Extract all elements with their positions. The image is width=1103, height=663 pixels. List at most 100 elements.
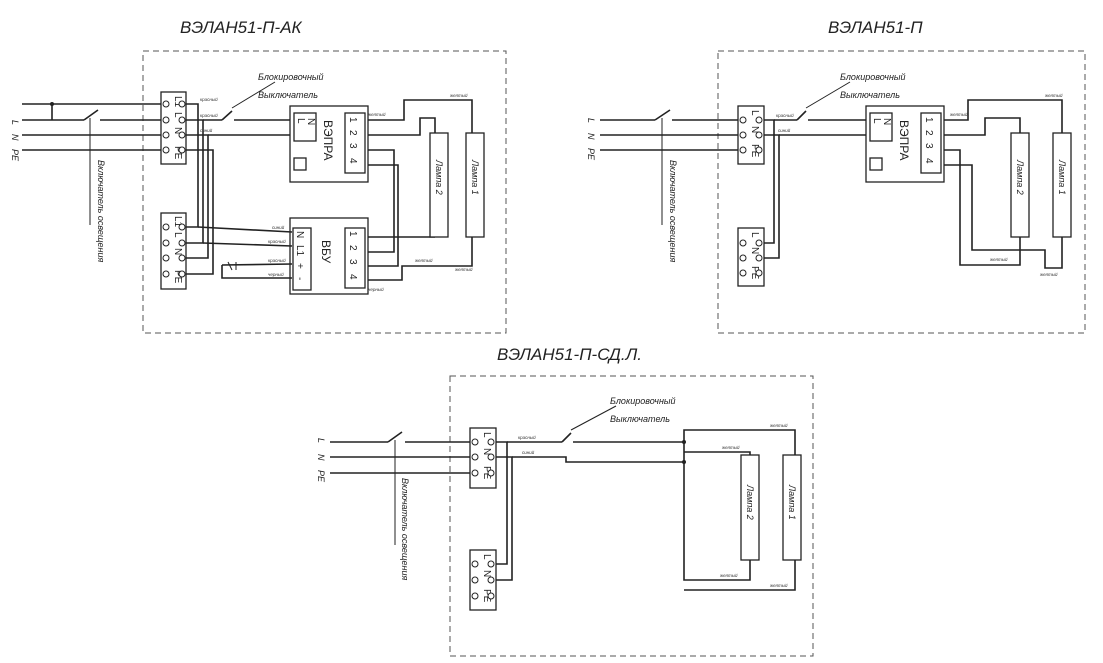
- d2-ballast-name: ВЭПРА: [897, 120, 911, 160]
- d1-term-bot-pe: PE: [172, 270, 183, 284]
- d2-terminal: [739, 269, 747, 277]
- d1-ballast-in-l: L: [295, 118, 306, 124]
- d1-terminal-top-labels: L1 L N PE: [172, 96, 183, 160]
- d2-ballast-indicator: [869, 157, 883, 171]
- d2-terminal: [755, 239, 763, 247]
- d3-terminal: [487, 469, 495, 477]
- d3-term-bot-l: L: [481, 554, 492, 560]
- d1-wire-backup-n: [197, 226, 293, 233]
- d3-wire-color-yellow-3: желтый: [719, 572, 738, 578]
- d1-lamp-1: [465, 132, 485, 238]
- d3-wire-to-lamp-1-bottom: [684, 560, 796, 591]
- d2-line-pe-label: PE: [586, 148, 596, 161]
- d1-term-bot-l: L: [172, 232, 183, 238]
- d3-lamp-2-label: Лампа 2: [745, 484, 755, 520]
- d1-backup-in-minus: -: [294, 277, 305, 280]
- d1-ballast-input-block: [293, 112, 317, 142]
- d1-line-l-label: L: [10, 120, 20, 125]
- d2-terminal: [755, 146, 763, 154]
- d1-line-pe-label: PE: [10, 149, 20, 162]
- d3-wire-color-red: красный: [518, 434, 536, 440]
- d2-term-bot-n: N: [749, 247, 760, 254]
- d2-terminal: [739, 254, 747, 262]
- d1-wire-backup-l1: [202, 242, 293, 247]
- d1-backup-out-2: 2: [347, 245, 358, 251]
- d1-interlock-label-2: Выключатель: [258, 90, 318, 100]
- d2-terminal: [739, 239, 747, 247]
- d1-ballast-out-4: 4: [347, 158, 358, 164]
- d3-lamp-1-label: Лампа 1: [787, 484, 797, 520]
- d1-term-bot-l1: L1: [172, 216, 183, 228]
- diagram-1-title: ВЭЛАН51-П-АК: [180, 18, 303, 37]
- d1-wire-color-red-2: красный: [200, 112, 218, 118]
- d1-interlock-contact: [221, 110, 233, 121]
- d1-wire-color-black-2: черный: [368, 286, 384, 292]
- d3-terminal: [471, 469, 479, 477]
- diagram-2-title: ВЭЛАН51-П: [828, 18, 923, 37]
- d3-interlock-label-2: Выключатель: [610, 414, 670, 424]
- d1-ballast-out-3: 3: [347, 143, 358, 149]
- d1-lamp-2: [429, 132, 449, 238]
- d1-wire-color-red-4: красный: [268, 257, 286, 263]
- d1-terminal-bottom-labels: L1 L N PE: [172, 216, 183, 284]
- d1-backup-out-3: 3: [347, 259, 358, 265]
- d1-lighting-switch-label: Включатель освещения: [96, 160, 106, 263]
- d2-feed-l: [764, 119, 775, 244]
- d2-wire-out-2: [944, 117, 1021, 136]
- d1-wire-color-yellow: желтый: [367, 111, 386, 117]
- d2-ballast-out-4: 4: [923, 158, 934, 164]
- d3-lighting-switch-contact: [387, 431, 403, 443]
- d1-wire-out-backup-4: [368, 237, 473, 281]
- d3-term-top-n: N: [481, 448, 492, 455]
- d1-wire-backup-plus: [221, 263, 293, 266]
- d2-ballast-in-l: L: [871, 118, 882, 124]
- d1-interlock-leader: [231, 81, 276, 109]
- d1-wire-color-black: черный: [268, 271, 284, 277]
- d1-lamp-1-label: Лампа 1: [470, 159, 480, 195]
- d3-terminal: [487, 592, 495, 600]
- diagram-1-housing-outline: [142, 50, 507, 334]
- d1-terminal: [162, 146, 170, 154]
- d3-terminal: [487, 576, 495, 584]
- d2-terminal: [755, 116, 763, 124]
- d1-term-top-n: N: [172, 127, 183, 134]
- d1-terminal: [178, 116, 186, 124]
- d2-line-l-label: L: [586, 118, 596, 123]
- d2-terminal: [755, 254, 763, 262]
- diagram-3-housing-outline: [449, 375, 814, 657]
- d1-wire-color-yellow-4: желтый: [454, 266, 473, 272]
- d3-terminal: [471, 576, 479, 584]
- d2-terminal: [739, 116, 747, 124]
- d2-wire-color-yellow-4: желтый: [1039, 271, 1058, 277]
- d2-term-bot-l: L: [749, 232, 760, 238]
- d2-wire-color-yellow-2: желтый: [1044, 92, 1063, 98]
- d1-terminal: [178, 146, 186, 154]
- d1-terminal: [178, 270, 186, 278]
- d2-terminal: [739, 131, 747, 139]
- d1-backup-in-plus: +: [294, 263, 305, 269]
- d1-terminal: [178, 254, 186, 262]
- d1-terminal: [162, 100, 170, 108]
- d2-wire-color-yellow: желтый: [949, 111, 968, 117]
- d1-wire-out-4: [368, 164, 399, 267]
- d1-wire-color-blue: синий: [200, 127, 213, 133]
- d2-wire-out-3: [944, 149, 1021, 266]
- d2-terminal: [739, 146, 747, 154]
- d2-wire-out-1: [944, 99, 1063, 135]
- d1-backup-input-block: [292, 227, 312, 291]
- d2-interlock-leader: [805, 81, 851, 109]
- d1-backup-output-block: [344, 227, 366, 289]
- d3-lighting-switch-label: Включатель освещения: [400, 478, 410, 581]
- d3-terminal: [471, 453, 479, 461]
- d1-ballast-indicator: [293, 157, 307, 171]
- d3-junction-dot: [682, 440, 686, 444]
- d2-ballast-in-n: N: [881, 118, 892, 125]
- d3-wire-color-yellow-2: желтый: [721, 444, 740, 450]
- d1-term-top-pe: PE: [172, 146, 183, 160]
- d2-wire-color-yellow-3: желтый: [989, 256, 1008, 262]
- d2-wire-color-red: красный: [776, 112, 794, 118]
- d1-terminal: [162, 270, 170, 278]
- d3-junction-dot-2: [682, 460, 686, 464]
- d2-interlock-contact: [796, 110, 807, 121]
